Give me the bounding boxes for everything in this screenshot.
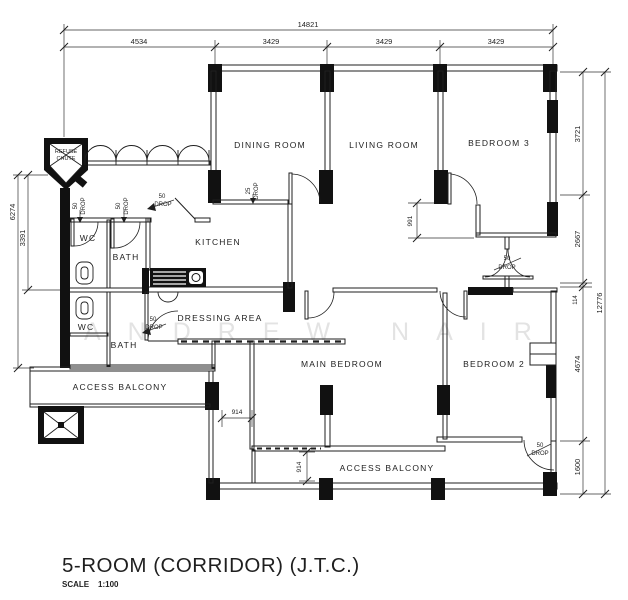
plan-title: 5-ROOM (CORRIDOR) (J.T.C.): [62, 554, 360, 577]
room-label-dressing: DRESSING AREA: [177, 313, 262, 323]
refuse-chute-label-1: REFUSE: [55, 149, 78, 155]
dim-bedroom3-entry: 991: [407, 215, 414, 226]
refuse-chute-label-2: CHUTE: [57, 156, 76, 162]
drop-wc-upper: 50 DROP: [73, 197, 87, 223]
drop-value: 50: [159, 194, 166, 200]
room-label-kitchen: KITCHEN: [195, 237, 241, 247]
room-label-bedroom2: BEDROOM 2: [463, 359, 525, 369]
dim-left-inner: 3391: [18, 230, 27, 247]
lift-shaft: [38, 406, 84, 444]
room-label-living: LIVING ROOM: [349, 140, 419, 150]
wash-basin: [157, 291, 179, 303]
drop-word: DROP: [498, 265, 515, 271]
dim-width-seg-3: 3429: [376, 37, 393, 46]
dim-height-seg-3: 114: [573, 295, 579, 305]
room-label-bedroom3: BEDROOM 3: [468, 138, 530, 148]
door-main-bedroom: [304, 290, 335, 320]
drop-value: 50: [537, 443, 544, 449]
drop-dressing: 50 DROP: [142, 317, 167, 335]
drop-entrance: 50 DROP: [147, 194, 175, 211]
drop-dining: 25 DROP: [246, 182, 260, 204]
dim-overall-height: 12776: [595, 293, 604, 314]
room-label-access-balcony-bottom: ACCESS BALCONY: [340, 463, 435, 473]
drop-word: DROP: [124, 197, 130, 214]
dim-width-seg-4: 3429: [488, 37, 505, 46]
door-wc-upper: [70, 218, 99, 247]
room-label-bath-upper: BATH: [113, 252, 140, 262]
drop-bedroom2-corner: 50 DROP: [526, 443, 552, 457]
drop-annotations: 50 DROP 50 DROP 50 DROP 25 DROP 50 DROP …: [73, 182, 552, 457]
title-block: 5-ROOM (CORRIDOR) (J.T.C.) SCALE 1:100: [62, 554, 360, 589]
dim-left-outer: 6274: [8, 204, 17, 221]
fixtures: REFUSE CHUTE: [38, 138, 210, 444]
dim-height-seg-5: 1600: [573, 459, 582, 476]
drop-shaft: 50 DROP: [493, 256, 522, 271]
dim-height-seg-4: 4674: [573, 356, 582, 373]
dim-width-seg-1: 4534: [131, 37, 148, 46]
squat-toilet-lower: [75, 296, 94, 320]
door-bedroom2: [439, 290, 468, 320]
drop-word: DROP: [145, 325, 162, 331]
room-label-dining: DINING ROOM: [234, 140, 306, 150]
planter-arcs: [84, 145, 210, 165]
door-living-hall: [288, 172, 321, 205]
room-label-main-bedroom: MAIN BEDROOM: [301, 359, 383, 369]
room-label-access-balcony-left: ACCESS BALCONY: [73, 382, 168, 392]
drop-word: DROP: [254, 182, 260, 199]
room-label-wc-lower: WC: [78, 322, 95, 332]
doors: [70, 172, 555, 471]
drop-word: DROP: [531, 451, 548, 457]
vent-doors-shaft: [484, 248, 531, 278]
scale-value: 1:100: [98, 580, 119, 589]
walls: [29, 64, 558, 500]
drop-value: 50: [150, 317, 157, 323]
dim-height-seg-2: 2667: [573, 231, 582, 248]
drop-arc-bedroom2-corner: [523, 439, 555, 471]
refuse-chute: REFUSE CHUTE: [44, 138, 88, 190]
room-label-bath-lower: BATH: [111, 340, 138, 350]
dim-balcony-left-width: 914: [232, 409, 243, 416]
scale-label: SCALE: [62, 580, 90, 589]
drop-word: DROP: [81, 197, 87, 214]
dim-overall-width: 14821: [298, 20, 319, 29]
squat-toilet-upper: [75, 261, 94, 285]
dim-width-seg-2: 3429: [263, 37, 280, 46]
door-bath-upper: [110, 218, 141, 249]
room-label-wc-upper: WC: [80, 233, 97, 243]
drop-value: 50: [504, 256, 511, 262]
dimension-lines: 14821 4534 3429 3429 3429 6274 3391 3721…: [8, 20, 611, 499]
drop-bath-upper: 50 DROP: [116, 197, 130, 223]
room-labels: DINING ROOM LIVING ROOM BEDROOM 3 KITCHE…: [73, 138, 530, 473]
dim-height-seg-1: 3721: [573, 126, 582, 143]
drop-value: 25: [246, 187, 252, 194]
kitchen-sink: [150, 268, 206, 287]
drop-value: 50: [116, 202, 122, 209]
door-bedroom3: [447, 172, 478, 205]
dim-balcony-bottom-width: 914: [296, 461, 303, 472]
door-bath-lower: [147, 310, 179, 342]
drop-value: 50: [73, 202, 79, 209]
drop-word: DROP: [154, 202, 171, 208]
